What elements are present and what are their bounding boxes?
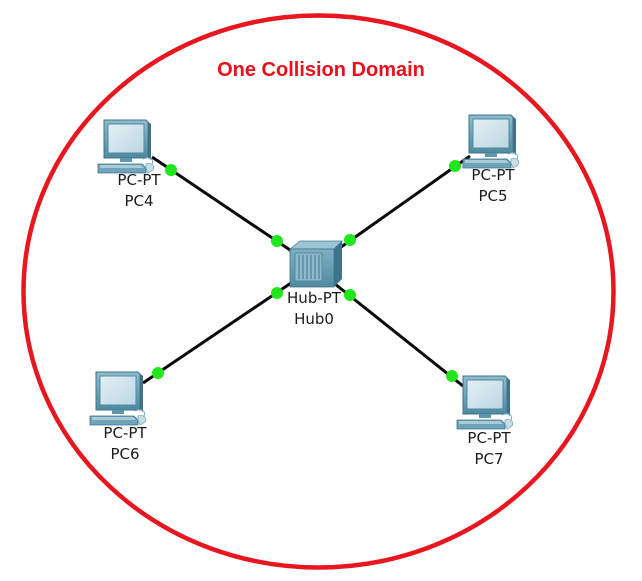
pc7-name-label: PC7 — [474, 450, 504, 468]
pc5-device[interactable] — [462, 114, 520, 169]
link-pc6-hub0[interactable] — [142, 279, 295, 385]
pc6-device[interactable] — [89, 371, 147, 426]
pc6-label: PC-PT PC6 — [103, 423, 146, 465]
port-light-pc5 — [449, 160, 461, 172]
hub0-name-label: Hub0 — [294, 310, 334, 328]
pc4-label: PC-PT PC4 — [117, 170, 160, 212]
pc4-device[interactable] — [97, 119, 155, 174]
pc6-name-label: PC6 — [110, 445, 140, 463]
pc6-type-label: PC-PT — [103, 424, 147, 442]
pc-icon — [89, 371, 147, 426]
hub-icon — [288, 240, 343, 288]
link-pc5-hub0[interactable] — [333, 154, 471, 254]
port-light-pc4 — [165, 164, 177, 176]
pc5-label: PC-PT PC5 — [471, 165, 514, 207]
pc4-type-label: PC-PT — [117, 171, 161, 189]
link-pc7-hub0[interactable] — [334, 282, 464, 388]
pc7-label: PC-PT PC7 — [467, 428, 510, 470]
port-light-hub0-pc5 — [344, 234, 356, 246]
diagram-title: One Collision Domain — [217, 59, 425, 81]
hub0-label: Hub-PT Hub0 — [287, 288, 341, 330]
port-light-hub0-pc6 — [271, 287, 283, 299]
pc-icon — [97, 119, 155, 174]
port-light-hub0-pc7 — [344, 289, 356, 301]
hub0-type-label: Hub-PT — [287, 289, 341, 307]
pc7-type-label: PC-PT — [467, 429, 511, 447]
pc5-type-label: PC-PT — [471, 166, 515, 184]
port-light-pc6 — [152, 367, 164, 379]
port-light-hub0-pc4 — [271, 235, 283, 247]
collision-domain-boundary — [21, 13, 616, 570]
pc7-device[interactable] — [456, 375, 514, 430]
port-indicators — [152, 160, 461, 382]
pc-icon — [462, 114, 520, 169]
pc5-name-label: PC5 — [478, 187, 508, 205]
pc-icon — [456, 375, 514, 430]
port-light-pc7 — [446, 370, 458, 382]
pc4-name-label: PC4 — [124, 192, 154, 210]
hub0-device[interactable] — [288, 240, 343, 288]
